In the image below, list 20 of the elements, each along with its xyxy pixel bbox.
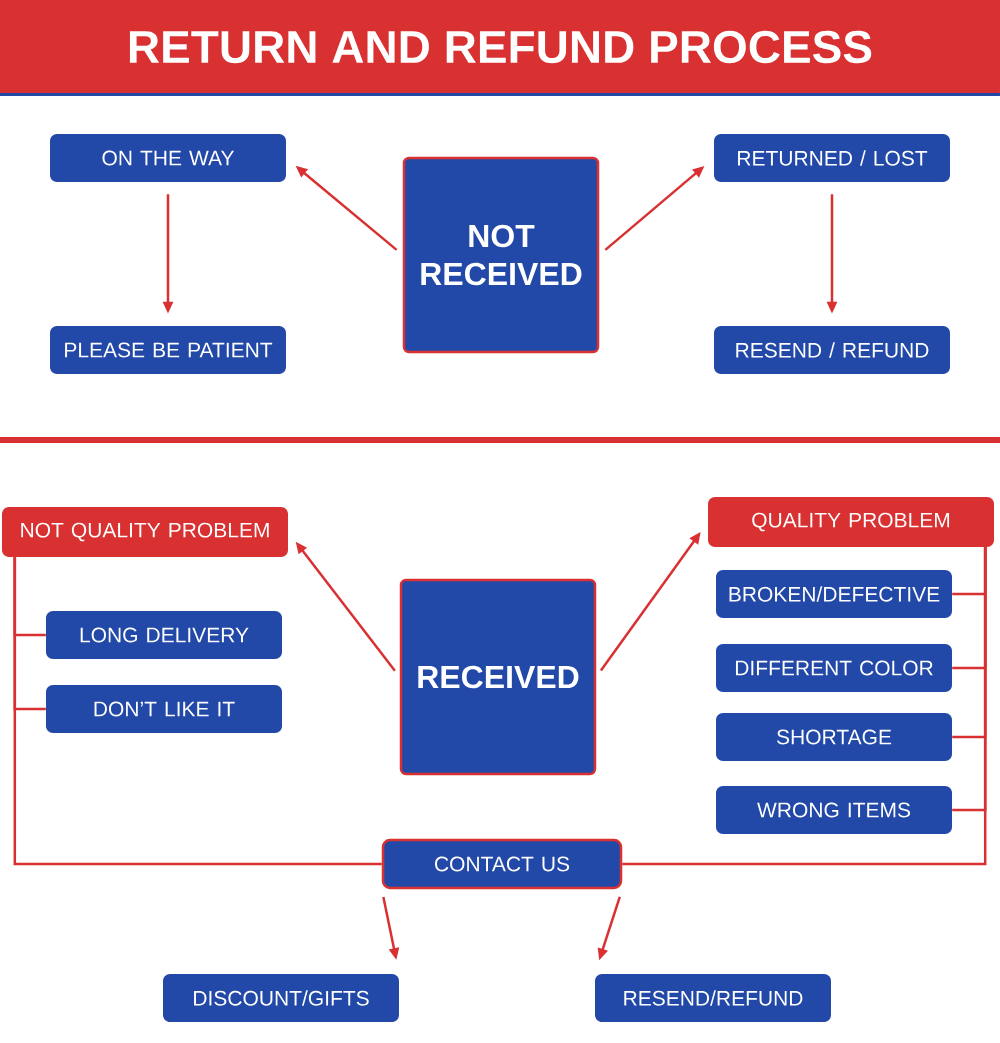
status-box: SHORTAGE bbox=[716, 713, 952, 761]
connector-line bbox=[622, 547, 987, 866]
node-box: RECEIVED bbox=[399, 578, 597, 776]
title: RETURN AND REFUND PROCESS bbox=[129, 30, 872, 64]
status-box: DIFFERENT COLOR bbox=[716, 644, 952, 692]
status-box: RESEND / REFUND bbox=[714, 326, 950, 374]
status-box: BROKEN/DEFECTIVE bbox=[716, 570, 952, 618]
category-box: QUALITY PROBLEM bbox=[708, 497, 994, 547]
status-box: ON THE WAY bbox=[50, 134, 286, 182]
connector-line bbox=[13, 557, 382, 866]
status-box: RETURNED / LOST bbox=[714, 134, 950, 182]
status-box: DISCOUNT/GIFTS bbox=[163, 974, 399, 1022]
status-box: DON’T LIKE IT bbox=[46, 685, 282, 733]
status-box: RESEND/REFUND bbox=[595, 974, 831, 1022]
status-box: WRONG ITEMS bbox=[716, 786, 952, 834]
contact-box: CONTACT US bbox=[381, 838, 623, 890]
status-box: PLEASE BE PATIENT bbox=[50, 326, 286, 374]
status-box: LONG DELIVERY bbox=[46, 611, 282, 659]
node-box: NOT RECEIVED bbox=[402, 156, 600, 354]
category-box: NOT QUALITY PROBLEM bbox=[2, 507, 288, 557]
